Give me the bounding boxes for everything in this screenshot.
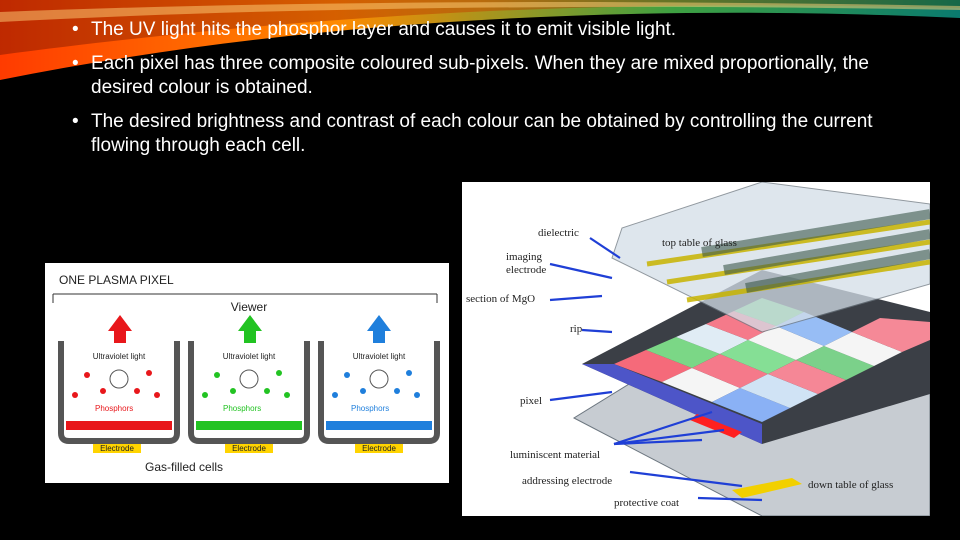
subpixel-cell-green: Ultraviolet light Phosphors Electrode xyxy=(188,315,310,453)
figure-caption: Gas-filled cells xyxy=(145,460,223,474)
phosphor-label: Phosphors xyxy=(95,404,133,413)
bullet-item: The UV light hits the phosphor layer and… xyxy=(72,18,912,42)
electrode-label: Electrode xyxy=(100,444,134,453)
figure-title: ONE PLASMA PIXEL xyxy=(59,273,174,287)
label-down-glass: down table of glass xyxy=(808,479,893,491)
label-imaging: imaging xyxy=(506,251,543,263)
label-top-glass: top table of glass xyxy=(662,237,737,249)
uv-label: Ultraviolet light xyxy=(93,352,146,361)
label-imaging-electrode: electrode xyxy=(506,264,546,276)
label-luminescent: luminiscent material xyxy=(510,449,600,461)
label-rip: rip xyxy=(570,323,583,335)
subpixel-cell-red: Ultraviolet light Phosphors Electrode xyxy=(58,315,180,453)
label-protective: protective coat xyxy=(614,497,679,509)
phosphor-label: Phosphors xyxy=(223,404,261,413)
viewer-label: Viewer xyxy=(231,300,267,314)
plasma-pixel-diagram: ONE PLASMA PIXEL Viewer Ultraviolet ligh… xyxy=(45,263,449,483)
label-addressing: addressing electrode xyxy=(522,475,612,487)
phosphor-label: Phosphors xyxy=(351,404,389,413)
label-dielectric: dielectric xyxy=(538,227,579,239)
bullet-item: Each pixel has three composite coloured … xyxy=(72,52,912,100)
uv-label: Ultraviolet light xyxy=(353,352,406,361)
bullet-list: The UV light hits the phosphor layer and… xyxy=(72,18,912,168)
bullet-item: The desired brightness and contrast of e… xyxy=(72,110,912,158)
label-pixel: pixel xyxy=(520,395,542,407)
label-mgo: section of MgO xyxy=(466,293,535,305)
uv-label: Ultraviolet light xyxy=(223,352,276,361)
plasma-panel-structure-diagram: dielectric imaging electrode top table o… xyxy=(462,181,931,517)
electrode-label: Electrode xyxy=(232,444,266,453)
subpixel-cell-blue: Ultraviolet light Phosphors Electrode xyxy=(318,315,440,453)
electrode-label: Electrode xyxy=(362,444,396,453)
